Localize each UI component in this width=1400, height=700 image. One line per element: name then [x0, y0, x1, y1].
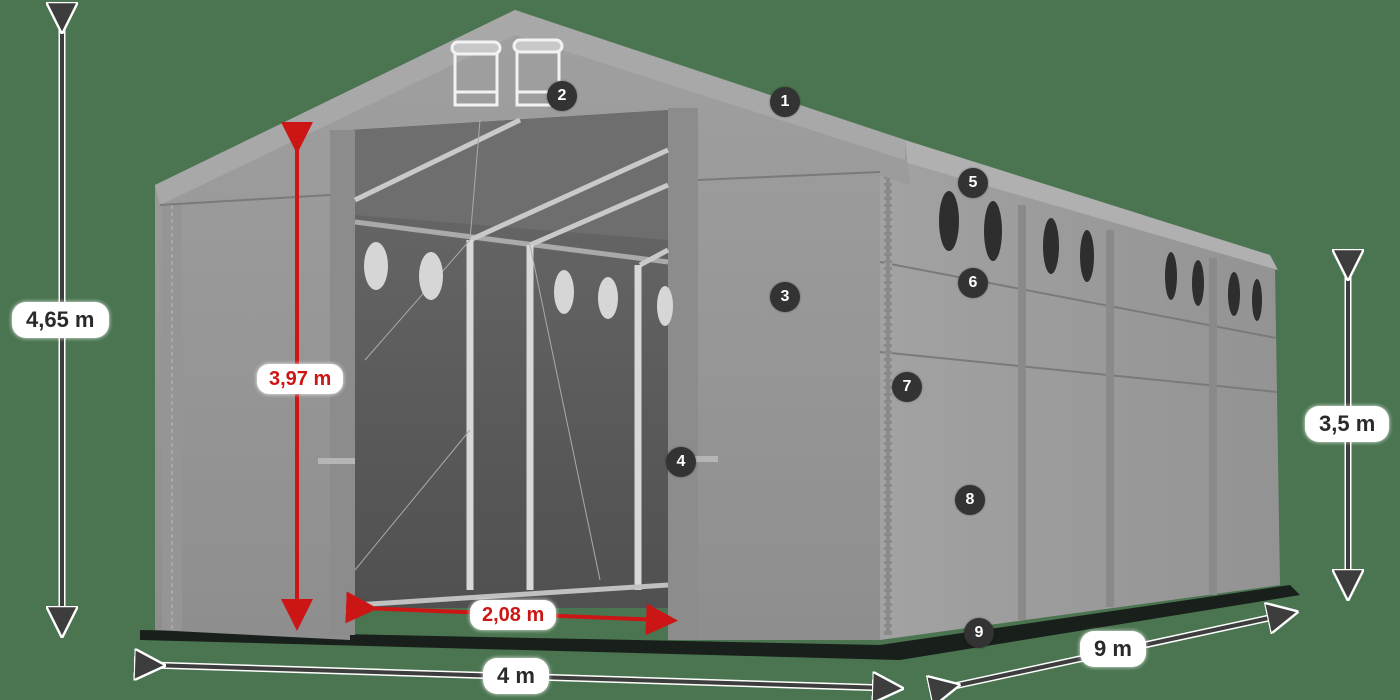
callout-marker-2: 2	[547, 81, 577, 111]
door-height-label: 3,97 m	[257, 364, 344, 394]
width-label: 4 m	[483, 658, 549, 694]
callout-marker-8: 8	[955, 485, 985, 515]
length-label: 9 m	[1080, 631, 1146, 667]
callout-marker-3: 3	[770, 282, 800, 312]
door-width-label: 2,08 m	[470, 600, 557, 630]
side-wall	[879, 140, 1280, 640]
callout-marker-1: 1	[770, 87, 800, 117]
total-height-label: 4,65 m	[12, 302, 109, 338]
front-wall	[155, 10, 910, 640]
callout-marker-6: 6	[958, 268, 988, 298]
callout-marker-9: 9	[964, 618, 994, 648]
side-height-label: 3,5 m	[1305, 406, 1390, 442]
side-windows	[939, 191, 1262, 321]
callout-marker-4: 4	[666, 447, 696, 477]
tent-interior	[353, 110, 673, 608]
callout-marker-5: 5	[958, 168, 988, 198]
roof-vents	[450, 38, 564, 107]
interior-windows	[364, 242, 673, 326]
callout-marker-7: 7	[892, 372, 922, 402]
